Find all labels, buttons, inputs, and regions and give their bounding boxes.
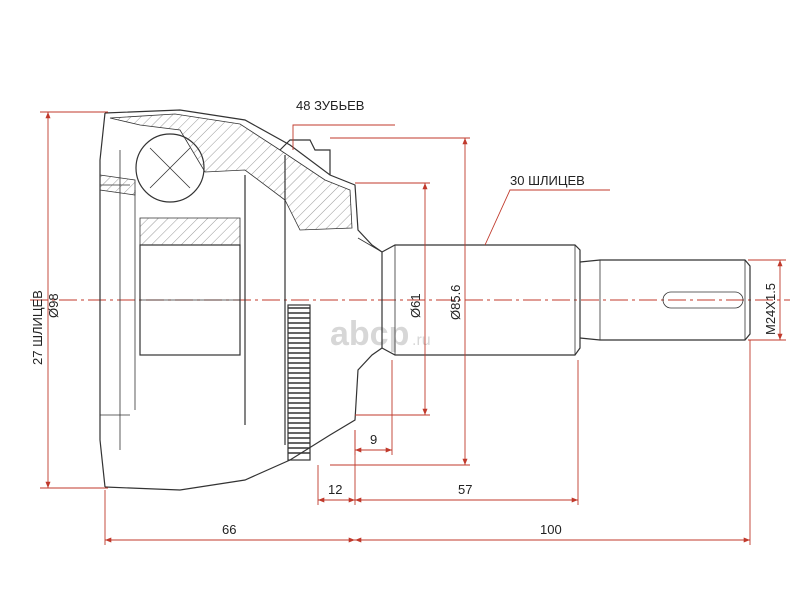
abcp-logo: abcp .ru bbox=[330, 315, 431, 353]
label-thread: M24X1.5 bbox=[763, 283, 778, 335]
label-dim-66: 66 bbox=[222, 522, 236, 537]
label-d61: Ø61 bbox=[408, 293, 423, 318]
label-dim-12: 12 bbox=[328, 482, 342, 497]
logo-suffix: .ru bbox=[412, 332, 431, 349]
label-outer-splines: 30 ШЛИЦЕВ bbox=[510, 173, 585, 188]
label-d85: Ø85.6 bbox=[448, 285, 463, 320]
label-teeth: 48 ЗУБЬЕВ bbox=[296, 98, 364, 113]
label-inner-splines: 27 ШЛИЦЕВ bbox=[30, 290, 45, 365]
dimensions: 27 ШЛИЦЕВ Ø98 Ø85.6 Ø61 M24X1.5 48 ЗУБЬЕ… bbox=[30, 98, 786, 545]
logo-main: abcp bbox=[330, 315, 409, 353]
label-outer-diameter: Ø98 bbox=[46, 293, 61, 318]
label-dim-9: 9 bbox=[370, 432, 377, 447]
label-dim-100: 100 bbox=[540, 522, 562, 537]
abs-teeth bbox=[288, 307, 310, 454]
label-dim-57: 57 bbox=[458, 482, 472, 497]
